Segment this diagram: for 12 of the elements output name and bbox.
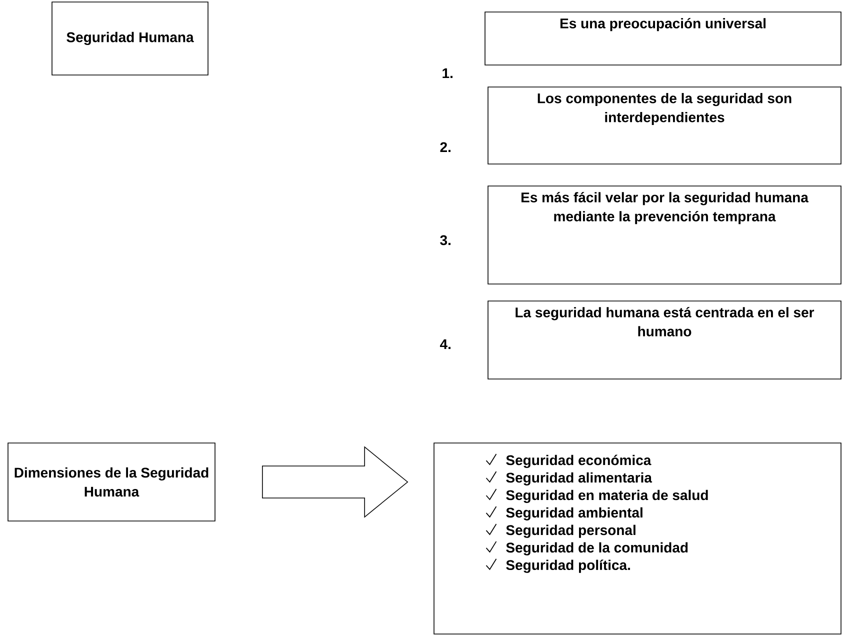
item-number: 2. <box>440 142 450 152</box>
block-arrow <box>262 446 408 518</box>
item-number: 1. <box>442 68 452 78</box>
item-number: 4. <box>440 339 450 349</box>
text-box: Seguridad Humana <box>52 2 208 76</box>
item-number: 3. <box>440 235 450 246</box>
text-box: Es más fácil velar por la seguridad humana mediante la prevención temprana <box>488 186 842 284</box>
text-box: La seguridad humana está centrada en el ser humano <box>488 300 842 380</box>
list-box: Seguridad económica Seguridad alimentaria Seguridad en materia de salud Seguridad ambiental Seguridad personal Seguridad de la comunidad Seguridad política. <box>434 442 842 634</box>
text-box: Los componentes de la seguridad son interdependientes <box>488 86 842 164</box>
text-box: Es una preocupación universal <box>484 12 842 66</box>
text-box: Dimensiones de la Seguridad Humana <box>8 442 216 522</box>
